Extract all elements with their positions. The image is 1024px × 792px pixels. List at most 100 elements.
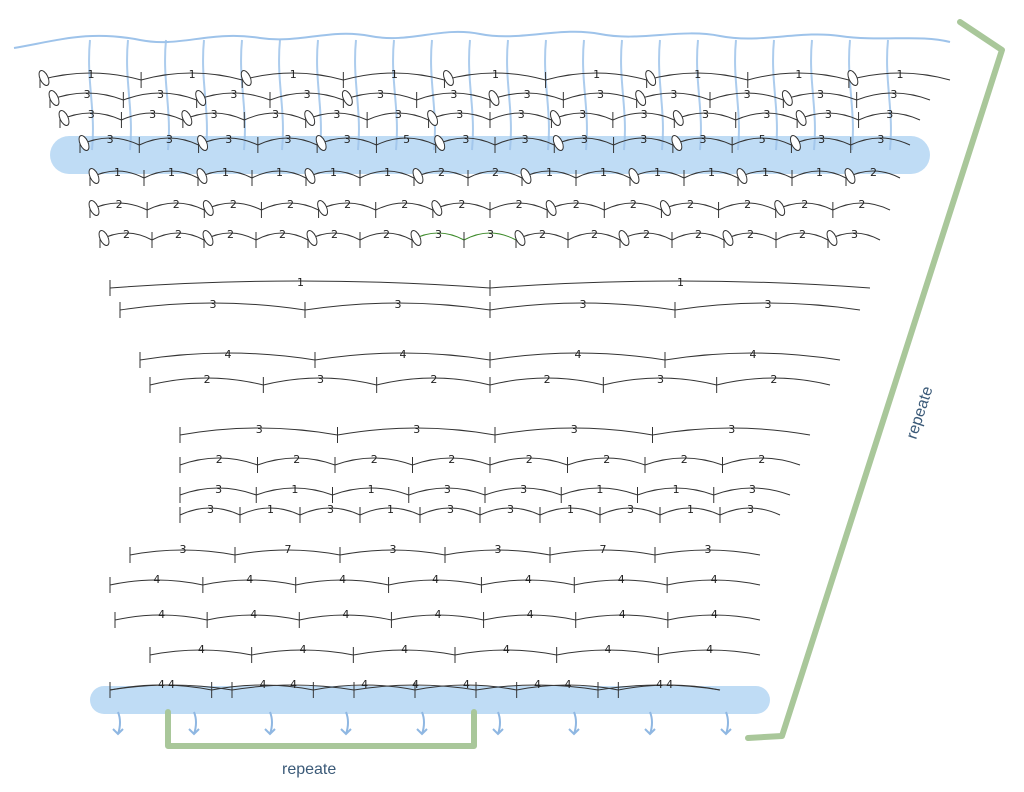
chain-arc [299,614,392,621]
down-arrow [568,711,580,736]
chain-count-label: 1 [114,166,121,179]
chain-count-label: 3 [215,483,222,496]
chain-count-label: 1 [267,503,274,516]
chain-count-label: 1 [546,166,553,179]
chain-count-label: 1 [762,166,769,179]
chain-arc [109,684,233,691]
chain-count-label: 4 [575,348,582,361]
chain-count-label: 3 [166,133,173,146]
chain-count-label: 2 [173,198,180,211]
chain-count-label: 1 [290,68,297,81]
chain-count-label: 2 [539,228,546,241]
chain-arc [545,72,647,81]
chain-arc [489,302,676,311]
chain-arc [146,202,205,211]
chain-arc [489,377,604,386]
chain-count-label: 1 [795,68,802,81]
chain-count-label: 3 [744,88,751,101]
cluster-stitch [826,230,838,246]
cluster-stitch [618,230,630,246]
chain-arc [735,112,798,121]
chain-arc [612,112,675,121]
chain-count-label: 3 [377,88,384,101]
chain-count-label: 2 [516,198,523,211]
chain-arc [494,137,555,146]
chain-count-label: 3 [450,88,457,101]
chain-count-label: 1 [677,276,684,289]
hanging-strand [658,39,664,151]
chain-count-label: 2 [123,228,130,241]
chain-arc [848,72,951,81]
chain-arc [654,549,761,556]
chain-arc [334,457,413,466]
cluster-stitch [88,200,100,216]
chain-count-label: 2 [448,453,455,466]
chain-count-label: 2 [458,198,465,211]
chain-count-label: 4 [158,678,165,691]
cluster-stitch [38,70,50,86]
chain-count-label: 3 [272,108,279,121]
chain-arc [556,649,659,656]
cluster-stitch [844,168,856,184]
chain-arc [261,202,319,211]
chain-arc [479,507,541,516]
chain-count-label: 2 [591,228,598,241]
chain-arc [747,72,850,81]
chain-arc [775,232,829,241]
chain-count-label: 3 [763,108,770,121]
chain-count-label: 3 [84,88,91,101]
chain-count-label: 3 [444,483,451,496]
chain-count-label: 3 [211,108,218,121]
chain-count-label: 3 [462,133,469,146]
chain-arc [179,507,241,516]
chain-arc [791,170,847,179]
chain-arc [242,72,344,81]
chain-count-label: 2 [331,228,338,241]
chain-arc [539,507,601,516]
cluster-stitch [549,110,561,126]
chain-arc [716,377,831,386]
chain-arc [463,232,517,241]
right-repeat-bracket [745,19,1005,741]
chain-count-label: 3 [456,108,463,121]
cluster-stitch [431,200,443,216]
chain-arc [563,92,637,101]
chain-arc [408,487,486,496]
chain-count-label: 2 [758,453,765,466]
chain-arc [251,170,307,179]
chain-count-label: 3 [210,298,217,311]
chain-count-label: 1 [492,68,499,81]
chain-arc [39,72,142,81]
chain-count-label: 2 [681,453,688,466]
chain-count-label: 7 [285,543,292,556]
chain-arc [489,280,871,289]
chain-arc [353,649,456,656]
chain-arc [139,137,199,146]
chain-arc [151,232,205,241]
cluster-stitch [789,135,801,151]
chain-count-label: 1 [593,68,600,81]
hanging-strand [734,39,740,151]
bottom-arrows [112,711,732,736]
top-border-wave [13,30,951,49]
chain-count-label: 2 [858,198,865,211]
chain-arc [207,614,300,621]
repeat-label-bottom: repeate [282,761,336,778]
chain-count-label: 2 [279,228,286,241]
chain-count-label: 3 [180,543,187,556]
chain-arc [858,112,921,121]
chain-arc [674,302,861,311]
cluster-stitch [672,110,684,126]
chain-count-label: 2 [383,228,390,241]
down-arrow [112,711,124,736]
chain-arc [667,579,761,586]
chain-arc [179,457,258,466]
chain-count-label: 3 [333,108,340,121]
chain-count-label: 3 [88,108,95,121]
